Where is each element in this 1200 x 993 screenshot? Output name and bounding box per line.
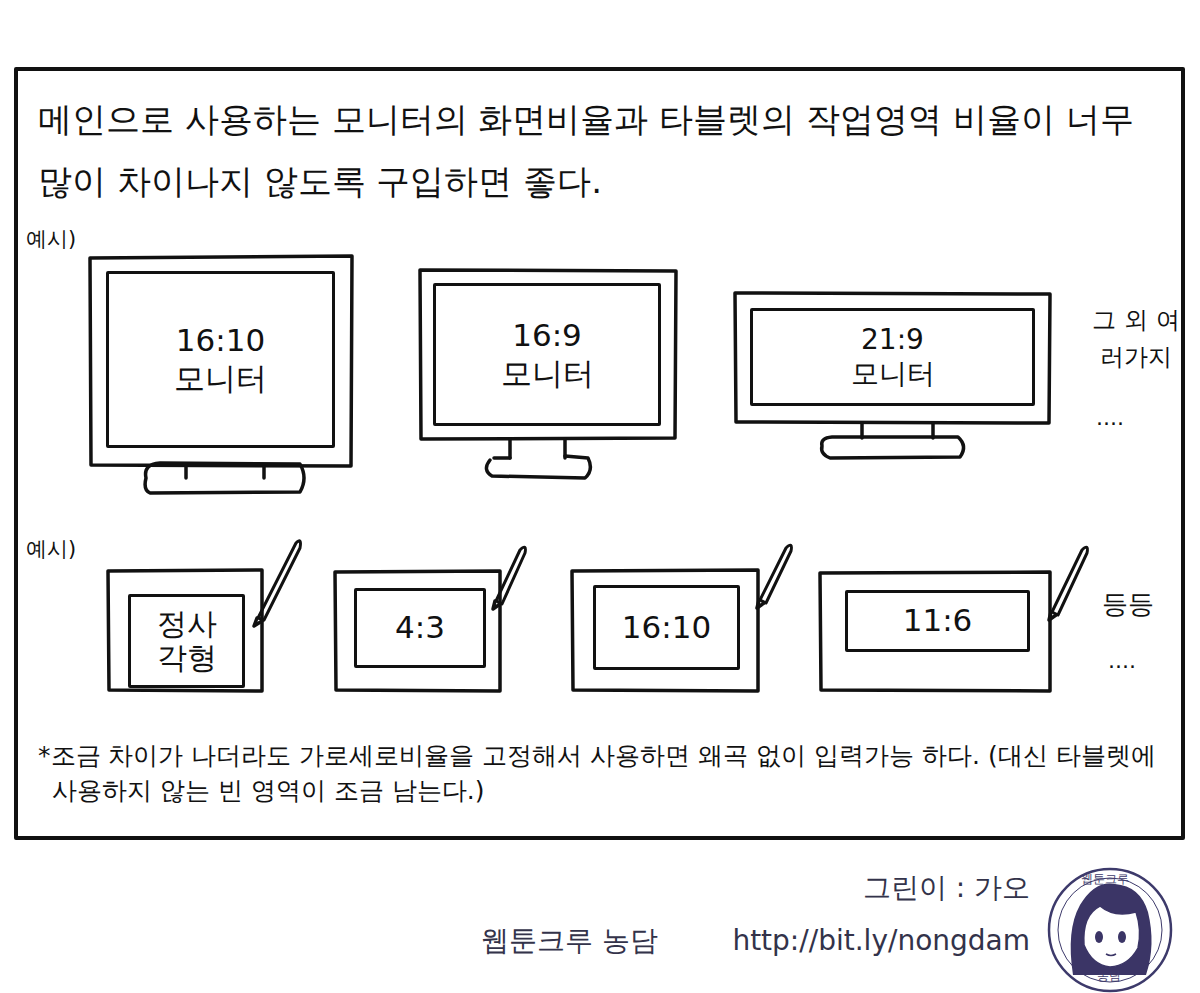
footnote: *조금 차이가 나더라도 가로세로비율을 고정해서 사용하면 왜곡 없이 입력가…	[38, 738, 1173, 808]
note-label: 등등	[1102, 590, 1154, 620]
ellipsis-label: ....	[1096, 405, 1124, 430]
tablet-area: 4:3	[354, 588, 486, 668]
credit-text: 웹툰크루 농담	[481, 925, 658, 957]
note-label: 그 외 여러가지	[1088, 302, 1184, 376]
link-text: http://bit.ly/nongdam	[732, 925, 1030, 957]
example-label: 예시)	[26, 537, 76, 561]
tablet-11-6	[820, 547, 1087, 691]
monitor-screen: 16:9모니터	[433, 283, 661, 426]
crew-logo	[1049, 869, 1171, 991]
node-text: 16:9	[512, 317, 582, 354]
node-text: 11:6	[903, 602, 973, 639]
logo-text: 농담	[1097, 970, 1121, 984]
monitor-21-9	[735, 293, 1050, 458]
tablet-4-3	[335, 547, 525, 691]
example-label: 예시)	[26, 227, 76, 251]
node-text: 모니터	[851, 357, 935, 391]
node-text: 16:10	[176, 322, 265, 359]
node-text: 모니터	[501, 355, 594, 392]
node-text: 21:9	[861, 323, 924, 357]
ellipsis-label: ....	[1108, 648, 1136, 673]
node-text: 16:10	[622, 609, 711, 646]
monitor-16-9	[420, 270, 676, 478]
logo-text: 웹툰크루	[1081, 873, 1129, 887]
monitor-16-10	[90, 256, 352, 493]
tablet-area: 11:6	[845, 590, 1030, 652]
tablet-area: 16:10	[593, 585, 740, 670]
tablet-square	[108, 541, 301, 691]
monitor-screen: 16:10모니터	[106, 271, 335, 448]
panel-heading: 메인으로 사용하는 모니터의 화면비율과 타블렛의 작업영역 비율이 너무 많이…	[38, 88, 1173, 212]
panel-frame	[16, 69, 1183, 838]
tablet-area: 정사각형	[128, 594, 245, 688]
tablet-16-10	[572, 545, 791, 691]
node-text: 정사각형	[155, 607, 218, 676]
credit-text: 그린이 : 가오	[863, 872, 1030, 904]
node-text: 모니터	[174, 360, 267, 397]
monitor-screen: 21:9모니터	[750, 308, 1035, 406]
node-text: 4:3	[395, 609, 445, 646]
